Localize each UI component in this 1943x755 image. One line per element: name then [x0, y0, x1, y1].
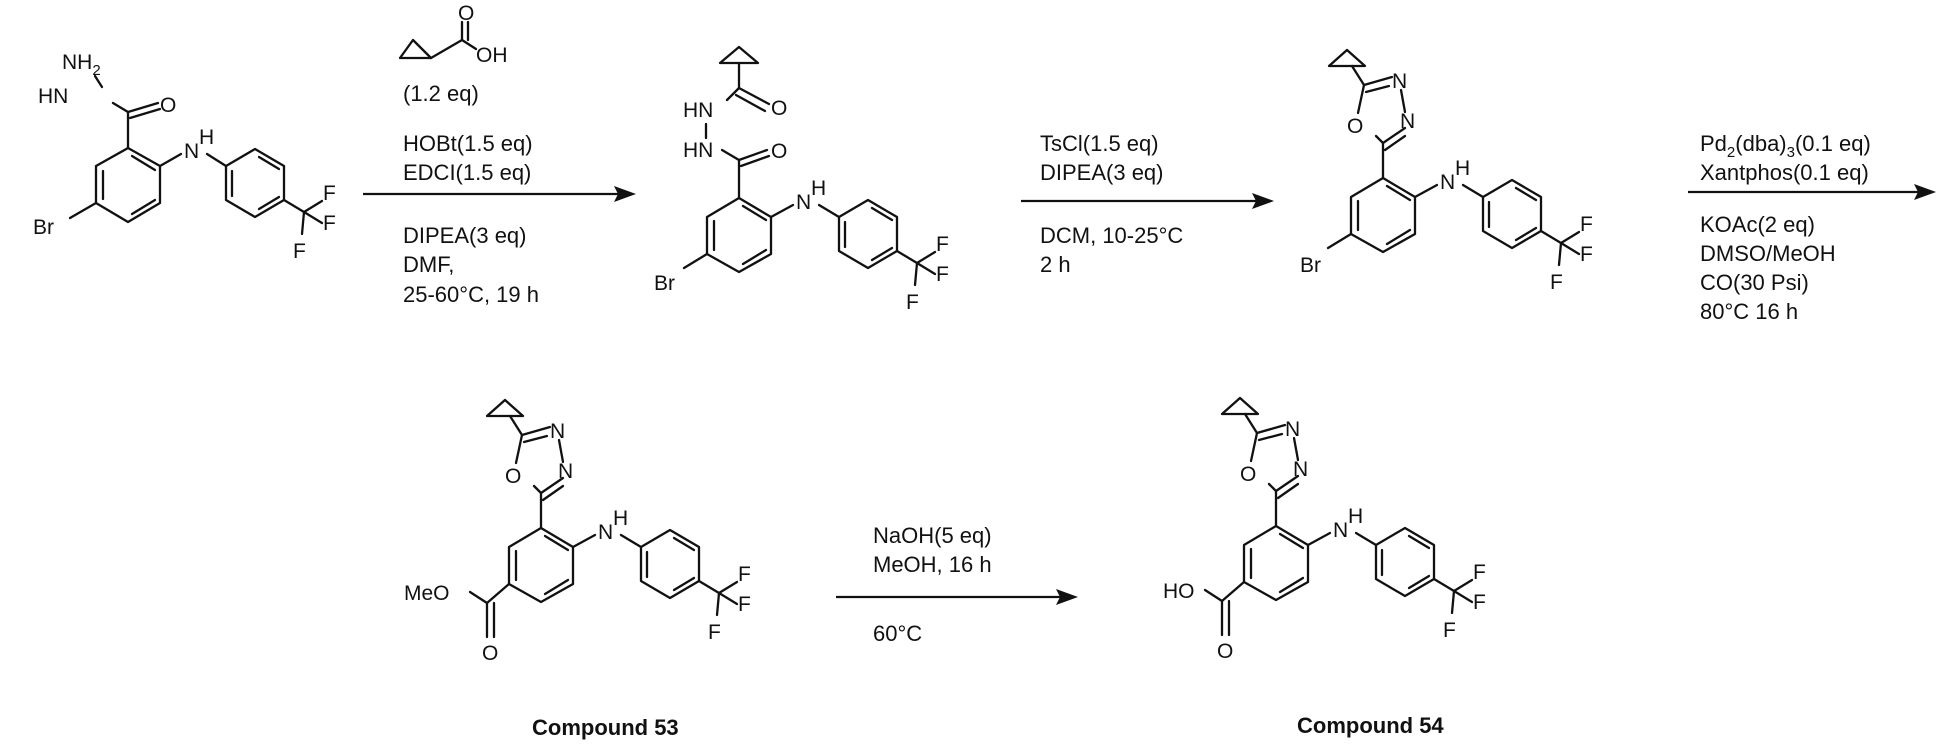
atom-br: Br	[1300, 254, 1321, 277]
atom-o: O	[1217, 640, 1233, 663]
step3-condition-below: CO(30 Psi)	[1700, 270, 1809, 295]
step1-condition-below: DMF,	[403, 252, 454, 277]
atom-f: F	[323, 182, 336, 205]
atom-f: F	[936, 263, 949, 286]
atom-o: O	[458, 2, 474, 25]
atom-n: N	[550, 420, 565, 443]
compound-54-label: Compound 54	[1297, 713, 1444, 738]
atom-f: F	[1550, 271, 1563, 294]
atom-f: F	[293, 240, 306, 263]
atom-f: F	[906, 291, 919, 314]
atom-n: N	[796, 191, 811, 214]
compound-54-structure: N N O N H HO O F F F	[1163, 398, 1486, 663]
atom-f: F	[1580, 213, 1593, 236]
atom-o: O	[1347, 115, 1363, 138]
atom-n: N	[558, 460, 573, 483]
step3-condition-above: Pd2(dba)3(0.1 eq)	[1700, 131, 1871, 161]
atom-hn: HN	[683, 139, 713, 162]
step3-condition-above: Xantphos(0.1 eq)	[1700, 160, 1869, 185]
step1-condition-below: DIPEA(3 eq)	[403, 223, 527, 248]
compound-53-structure: N N O N H MeO O F F F	[404, 400, 751, 665]
atom-nh2: NH2	[62, 51, 101, 79]
step2-condition-below: DCM, 10-25°C	[1040, 223, 1183, 248]
atom-f: F	[738, 563, 751, 586]
atom-o: O	[1240, 463, 1256, 486]
atom-n: N	[1285, 418, 1300, 441]
atom-f: F	[1473, 561, 1486, 584]
atom-f: F	[323, 212, 336, 235]
step2-condition-above: DIPEA(3 eq)	[1040, 160, 1164, 185]
atom-f: F	[1473, 591, 1486, 614]
step1-condition-below: 25-60°C, 19 h	[403, 282, 539, 307]
step1-reagent-equiv: (1.2 eq)	[403, 81, 479, 106]
atom-n: N	[1400, 110, 1415, 133]
atom-o: O	[771, 97, 787, 120]
atom-n: N	[1392, 70, 1407, 93]
atom-n: N	[1333, 519, 1348, 542]
atom-h: H	[613, 507, 628, 530]
atom-br: Br	[654, 272, 675, 295]
step4-condition-below: 60°C	[873, 621, 922, 646]
step1-condition-above: EDCI(1.5 eq)	[403, 160, 531, 185]
atom-f: F	[1580, 243, 1593, 266]
atom-hn: HN	[683, 99, 713, 122]
atom-o: O	[771, 140, 787, 163]
atom-o: O	[505, 465, 521, 488]
atom-n: N	[1440, 171, 1455, 194]
atom-n: N	[1293, 458, 1308, 481]
step1-reagent-acid: O OH	[400, 2, 508, 67]
atom-n: N	[598, 521, 613, 544]
atom-ho: HO	[1163, 580, 1195, 603]
atom-f: F	[1443, 619, 1456, 642]
atom-h: H	[199, 126, 214, 149]
compound-53-label: Compound 53	[532, 715, 679, 740]
atom-oh: OH	[476, 44, 508, 67]
atom-o: O	[160, 94, 176, 117]
atom-h: H	[1455, 157, 1470, 180]
atom-br: Br	[33, 216, 54, 239]
intermediate-diacylhydrazide: HN HN O O N H Br F F F	[654, 47, 949, 314]
atom-f: F	[738, 593, 751, 616]
atom-o: O	[482, 642, 498, 665]
step2-condition-below: 2 h	[1040, 252, 1071, 277]
atom-h: H	[1348, 505, 1363, 528]
atom-hn: HN	[38, 85, 68, 108]
step3-condition-below: DMSO/MeOH	[1700, 241, 1836, 266]
atom-h: H	[811, 177, 826, 200]
step3-condition-below: KOAc(2 eq)	[1700, 212, 1815, 237]
atom-f: F	[708, 621, 721, 644]
atom-meo: MeO	[404, 582, 450, 605]
step4-condition-above: MeOH, 16 h	[873, 552, 992, 577]
starting-material-hydrazide: NH2 HN O N H Br F F F	[33, 51, 336, 263]
atom-f: F	[936, 233, 949, 256]
step4-condition-above: NaOH(5 eq)	[873, 523, 992, 548]
atom-n: N	[184, 140, 199, 163]
step3-condition-below: 80°C 16 h	[1700, 299, 1798, 324]
intermediate-bromo-oxadiazole: N N O N H Br F F F	[1300, 50, 1593, 294]
step2-condition-above: TsCl(1.5 eq)	[1040, 131, 1159, 156]
step1-condition-above: HOBt(1.5 eq)	[403, 131, 533, 156]
